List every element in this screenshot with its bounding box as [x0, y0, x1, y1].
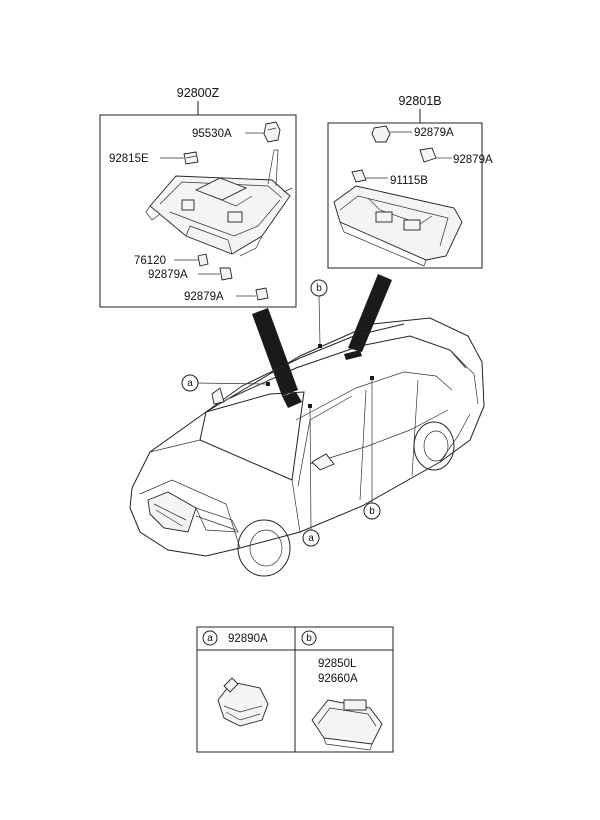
legend-a-part: 92890A — [228, 633, 268, 645]
part-label-92879a-2: 92879A — [184, 291, 224, 303]
assembly-92801b-box — [327, 122, 483, 269]
part-label-91115b: 91115B — [390, 175, 428, 187]
part-icon-92815e — [183, 151, 199, 165]
legend-table: a 92890A b 92850L 92660A — [196, 626, 394, 753]
part-icon-76120 — [197, 253, 209, 267]
legend-b-part1: 92850L — [318, 658, 357, 670]
assembly-92800z-box — [99, 114, 297, 308]
part-icon-92879a-b1 — [371, 125, 391, 143]
car-illustration — [129, 317, 485, 577]
callout-b-upper: b — [310, 279, 328, 345]
part-icon-92879a-1 — [219, 267, 233, 281]
part-label-92879a-b1: 92879A — [414, 127, 454, 139]
part-icon-91115b — [351, 169, 367, 183]
svg-text:a: a — [187, 378, 193, 389]
callout-b-lower: b — [363, 378, 381, 520]
part-label-95530a: 95530A — [192, 128, 232, 140]
part-label-92815e: 92815E — [109, 153, 149, 165]
callout-a-lower: a — [302, 405, 320, 547]
legend-part-a-illustration — [217, 677, 269, 727]
front-console-illustration — [145, 149, 293, 257]
part-label-92879a-b2: 92879A — [453, 154, 493, 166]
part-icon-92879a-2 — [255, 287, 269, 301]
callout-a-upper: a — [181, 374, 267, 392]
assembly-92800z-title: 92800Z — [177, 86, 220, 100]
pointer-rear-lamp — [348, 274, 392, 352]
svg-text:a: a — [308, 533, 314, 544]
part-label-76120: 76120 — [134, 255, 166, 267]
legend-b-letter: b — [306, 633, 312, 644]
assembly-92800z: 92800Z — [99, 86, 297, 308]
legend-part-b-illustration — [311, 699, 383, 751]
rear-lamp-illustration — [333, 185, 463, 267]
pointer-front-console — [252, 308, 298, 396]
part-label-92879a-1: 92879A — [148, 269, 188, 281]
assembly-92801b-title: 92801B — [398, 94, 441, 108]
part-icon-92879a-b2 — [419, 147, 437, 163]
legend-b-part2: 92660A — [318, 673, 358, 685]
legend-a-letter: a — [207, 633, 213, 644]
assembly-92801b: 92801B 92879A 92879A 91115B — [327, 94, 493, 269]
part-icon-95530a — [263, 121, 281, 143]
svg-text:b: b — [369, 506, 375, 517]
svg-text:b: b — [316, 283, 322, 294]
